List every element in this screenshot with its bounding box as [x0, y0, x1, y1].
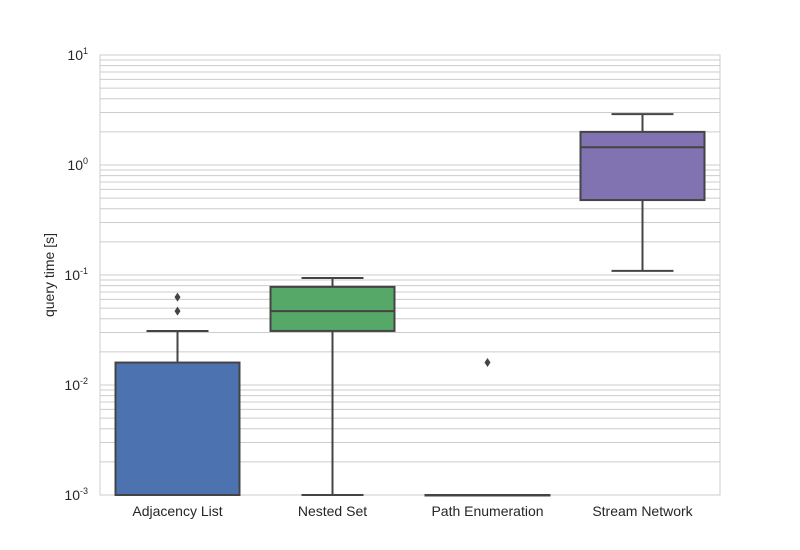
y-tick-label: 10-1 — [64, 266, 88, 283]
y-tick-label: 100 — [67, 156, 88, 173]
outlier-point — [174, 306, 181, 316]
box-body — [114, 361, 241, 497]
y-tick-labels: 10-3 10-2 10-1 100 101 — [64, 46, 88, 503]
x-tick-label: Nested Set — [298, 503, 367, 519]
box-body — [579, 130, 706, 202]
y-tick-label: 101 — [67, 46, 88, 63]
box-series — [114, 113, 706, 497]
x-tick-labels: Adjacency List Nested Set Path Enumeration… — [132, 503, 693, 519]
y-tick-label: 10-3 — [64, 486, 88, 503]
x-tick-label: Adjacency List — [132, 503, 222, 519]
x-tick-label: Path Enumeration — [431, 503, 543, 519]
box-path-enumeration — [424, 358, 551, 497]
box-nested-set — [269, 276, 396, 496]
box-body — [269, 285, 396, 332]
outlier-point — [174, 292, 181, 302]
y-tick-label: 10-2 — [64, 376, 88, 393]
outlier-point — [484, 358, 491, 368]
box-adjacency-list — [114, 292, 241, 497]
x-tick-label: Stream Network — [592, 503, 693, 519]
y-axis-label: query time [s] — [41, 233, 57, 317]
box-stream-network — [579, 113, 706, 272]
